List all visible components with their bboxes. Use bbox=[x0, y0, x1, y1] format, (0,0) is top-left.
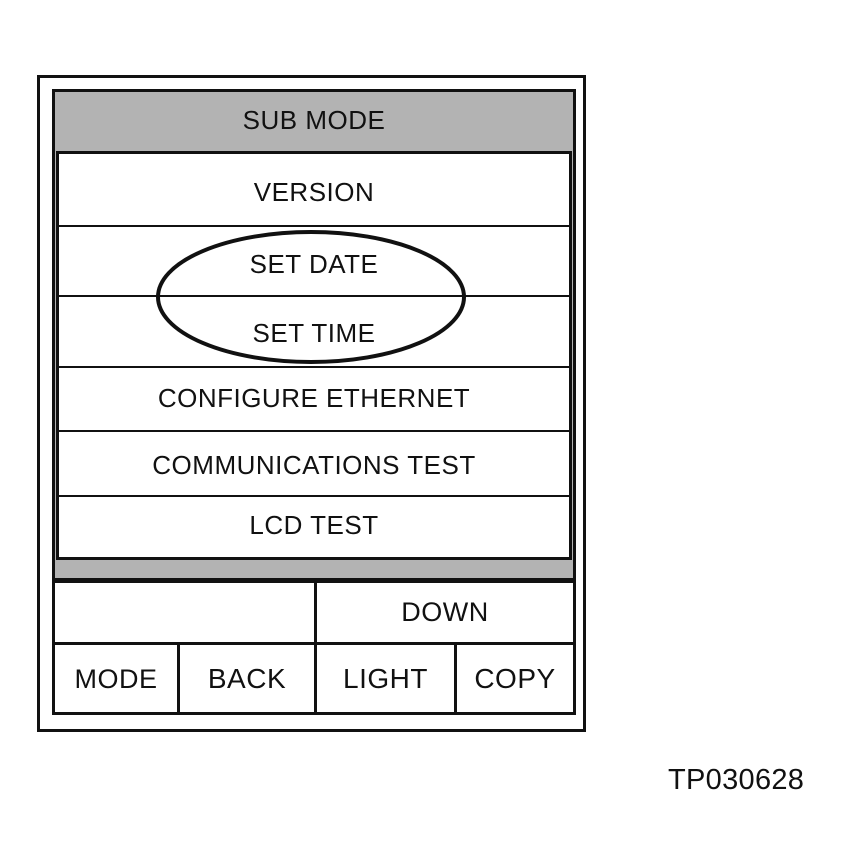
back-button[interactable]: BACK bbox=[207, 663, 287, 694]
menu-divider bbox=[57, 295, 571, 297]
light-button[interactable]: LIGHT bbox=[343, 663, 428, 694]
menu-divider bbox=[57, 225, 571, 227]
key-divider bbox=[54, 642, 574, 645]
menu-divider bbox=[57, 495, 571, 497]
figure-id: TP030628 bbox=[668, 764, 805, 796]
menu-item-lcd-test[interactable]: LCD TEST bbox=[249, 510, 379, 540]
screen-title: SUB MODE bbox=[242, 104, 386, 135]
menu-item-version[interactable]: VERSION bbox=[253, 177, 375, 207]
blank-soft-key[interactable] bbox=[55, 583, 313, 642]
copy-button[interactable]: COPY bbox=[474, 663, 556, 694]
mode-button[interactable]: MODE bbox=[74, 663, 158, 694]
menu-item-set-date[interactable]: SET DATE bbox=[249, 248, 379, 279]
menu-item-set-time[interactable]: SET TIME bbox=[252, 317, 376, 348]
menu-divider bbox=[57, 430, 571, 432]
menu-item-configure-ethernet[interactable]: CONFIGURE ETHERNET bbox=[157, 383, 471, 413]
key-divider bbox=[454, 643, 457, 713]
down-button[interactable]: DOWN bbox=[401, 597, 489, 627]
menu-item-communications-test[interactable]: COMMUNICATIONS TEST bbox=[152, 449, 476, 480]
menu-divider bbox=[57, 366, 571, 368]
key-divider bbox=[177, 643, 180, 713]
key-divider bbox=[314, 582, 317, 713]
